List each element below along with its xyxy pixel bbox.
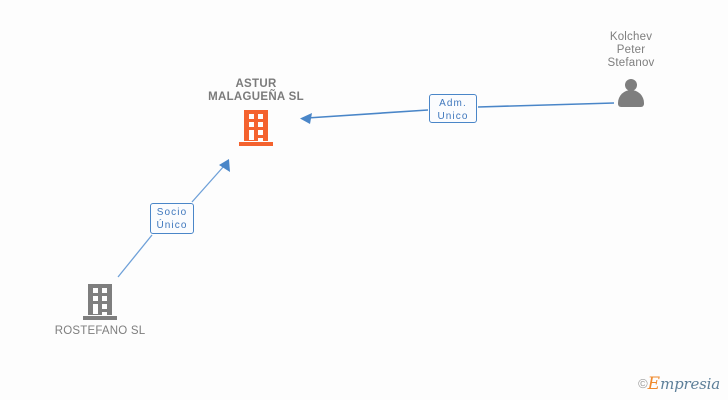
arrowhead-socio-unico xyxy=(219,159,230,172)
person-body xyxy=(618,90,644,107)
building-door xyxy=(93,305,98,314)
building-door xyxy=(249,131,254,140)
building-window xyxy=(93,288,98,293)
building-icon xyxy=(83,284,117,320)
building-base xyxy=(239,142,273,146)
edge-label-adm-unico[interactable]: Adm. Unico xyxy=(429,94,477,123)
node-rostefano[interactable]: ROSTEFANO SL xyxy=(40,284,160,338)
edge-rostefano-to-label xyxy=(117,234,153,278)
building-body xyxy=(88,284,112,315)
building-window xyxy=(249,114,254,119)
edge-kolchev-to-label xyxy=(477,102,615,108)
brand-initial: E xyxy=(647,374,661,394)
copyright-symbol: © xyxy=(638,376,648,391)
person-head xyxy=(625,79,637,91)
building-icon xyxy=(239,110,273,146)
node-astur-label: ASTUR MALAGUEÑA SL xyxy=(208,78,304,103)
building-window xyxy=(102,296,107,301)
building-window xyxy=(102,304,107,309)
arrowhead-adm-unico xyxy=(300,113,312,124)
person-icon xyxy=(616,79,646,107)
building-window xyxy=(258,114,263,119)
building-body xyxy=(244,110,268,141)
building-window xyxy=(102,312,107,317)
node-kolchev-label: Kolchev Peter Stefanov xyxy=(607,31,655,69)
edge-label-to-astur xyxy=(306,109,429,119)
building-window xyxy=(249,122,254,127)
building-window xyxy=(258,138,263,143)
node-astur-malaguena[interactable]: ASTUR MALAGUEÑA SL xyxy=(186,78,326,146)
edge-label-socio-unico[interactable]: Socio Único xyxy=(150,203,194,234)
node-kolchev-peter-stefanov[interactable]: Kolchev Peter Stefanov xyxy=(576,31,686,107)
empresia-watermark: ©Empresia xyxy=(638,375,720,394)
building-window xyxy=(93,296,98,301)
building-window xyxy=(258,122,263,127)
node-rostefano-label: ROSTEFANO SL xyxy=(54,325,146,337)
edge-label-to-astur-socio xyxy=(191,165,225,203)
building-base xyxy=(83,316,117,320)
brand-name: mpresia xyxy=(660,375,720,393)
building-window xyxy=(102,288,107,293)
building-window xyxy=(258,130,263,135)
